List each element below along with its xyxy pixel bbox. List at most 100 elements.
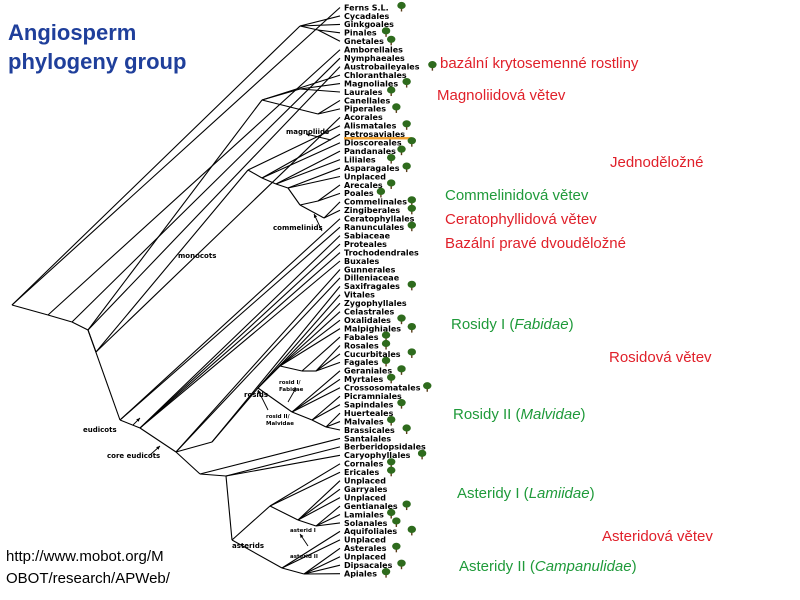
taxon-label: Oxalidales [344, 316, 391, 325]
tree-branch [275, 159, 341, 185]
taxon-label: Saxifragales [344, 282, 400, 291]
tree-branch [175, 277, 341, 453]
tree-icon [392, 103, 401, 113]
clade-label-magnoliids: magnoliids [286, 128, 329, 136]
tree-branch [299, 25, 319, 31]
tree-branch [303, 556, 341, 575]
tree-icon [397, 314, 406, 325]
tree-branch [281, 530, 341, 569]
taxon-label: Vitales [344, 291, 375, 300]
tree-icon [387, 154, 396, 164]
taxon-label: Gnetales [344, 37, 384, 46]
tree-branch [287, 187, 301, 206]
taxon-label: Malpighiales [344, 324, 401, 333]
tree-branch [303, 564, 341, 575]
tree-branch [87, 329, 121, 421]
taxon-label: Asterales [344, 544, 387, 553]
highlight-bar [344, 137, 412, 140]
url-line-2[interactable]: OBOT/research/APWeb/ [6, 570, 170, 587]
tree-icon [397, 559, 406, 570]
annotation-magnoliids: Magnoliidová větev [437, 87, 566, 104]
clade-labels: magnoliids monocots commelinids eudicots… [83, 128, 329, 560]
tree-icon [397, 145, 406, 156]
pointer-arrowhead [156, 446, 160, 450]
tree-branch [261, 142, 341, 179]
tree-branch [317, 192, 341, 202]
tree-branch [287, 167, 341, 189]
taxon-label: Crossosomatales [344, 384, 421, 393]
clade-label-asterids: asterids [232, 542, 264, 550]
pointer-arrowhead [300, 534, 304, 538]
rosids-i-italic: Fabidae [514, 316, 569, 333]
tree-icon [407, 196, 416, 206]
tree-icon [407, 204, 416, 215]
annotation-basal-eudicots: Bazální pravé dvouděložné [445, 235, 626, 252]
taxon-label: Cornales [344, 460, 384, 469]
taxon-label: Gunnerales [344, 265, 396, 274]
taxon-label: Piperales [344, 105, 386, 114]
taxon-label: Unplaced [344, 172, 386, 181]
taxon-label: Trochodendrales [344, 248, 419, 257]
tree-branch [225, 475, 233, 541]
annotation-rosids-i: Rosidy I (Fabidae) [451, 316, 574, 333]
taxon-label: Myrtales [344, 375, 384, 384]
tree-branch [315, 353, 341, 372]
tree-branch [225, 454, 341, 477]
tree-branch [317, 99, 341, 115]
asterids-ii-suffix: ) [631, 558, 637, 575]
tree-branch [211, 286, 341, 443]
asterids-i-prefix: Asteridy I ( [457, 485, 529, 502]
clade-label-commelinids: commelinids [273, 224, 323, 232]
tree-icon [381, 568, 391, 578]
tree-branch [279, 328, 341, 367]
taxon-label: Ginkgoales [344, 20, 394, 29]
taxon-label: Alismatales [344, 122, 397, 131]
taxon-label: Brassicales [344, 426, 395, 435]
annotation-ceratophyllids: Ceratophyllidová větev [445, 211, 597, 228]
taxon-label: Malvales [344, 417, 384, 426]
rosids-i-suffix: ) [568, 316, 574, 333]
tree-branch [87, 99, 263, 331]
tree-branch [11, 7, 341, 306]
tree-icon [397, 1, 406, 12]
tree-branch [299, 15, 341, 27]
source-url[interactable]: http://www.mobot.org/M OBOT/research/APW… [6, 546, 170, 590]
url-line-1[interactable]: http://www.mobot.org/M [6, 548, 164, 565]
tree-icon [402, 500, 411, 511]
tree-branch [247, 125, 341, 171]
taxon-label: Unplaced [344, 493, 386, 502]
rosids-ii-italic: Malvidae [520, 406, 581, 423]
tree-branch [317, 184, 341, 202]
tree-icon [402, 120, 411, 130]
tree-branch [257, 302, 341, 389]
tree-branch [279, 319, 341, 367]
tree-icon [402, 162, 411, 173]
taxon-label: Huerteales [344, 409, 394, 418]
asterids-i-italic: Lamiidae [528, 485, 590, 502]
taxon-labels: Ferns S.L.CycadalesGinkgoalesPinalesGnet… [344, 3, 426, 578]
taxon-label: Proteales [344, 240, 387, 249]
annotation-rosids-ii: Rosidy II (Malvidae) [453, 406, 586, 423]
tree-branch [299, 88, 341, 93]
clade-label-malvidae: Malvidae [266, 421, 294, 427]
annotation-rosids: Rosidová větev [609, 349, 712, 366]
taxon-label: Geraniales [344, 367, 392, 376]
tree-icon [381, 27, 391, 37]
tree-branch [199, 437, 341, 475]
tree-icon [376, 187, 386, 198]
tree-branch [231, 539, 283, 569]
tree-branch [299, 200, 319, 206]
pointer-arrowhead [136, 418, 140, 422]
tree-branch [225, 446, 341, 477]
tree-branch [139, 252, 341, 429]
tree-branch [139, 427, 177, 453]
tree-branch [291, 411, 313, 421]
taxon-label: Sapindales [344, 400, 394, 409]
tree-branch [257, 294, 341, 389]
taxon-label: Ranunculales [344, 223, 404, 232]
clade-label-eudicots: eudicots [83, 426, 117, 434]
taxon-label: Apiales [344, 569, 377, 578]
tree-branch [275, 150, 341, 185]
